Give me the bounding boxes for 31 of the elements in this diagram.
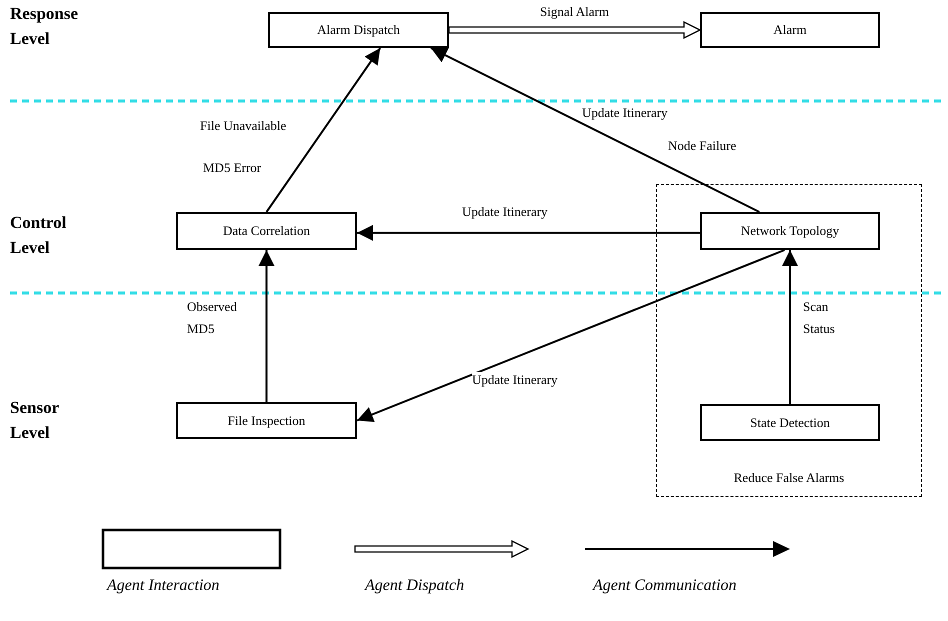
box-label: State Detection	[750, 414, 830, 430]
hollow-arrow	[448, 20, 702, 40]
box-label: Data Correlation	[223, 223, 310, 239]
arrow	[357, 224, 700, 241]
box-label: File Inspection	[228, 412, 306, 428]
edge-label: Update Itinerary	[582, 105, 668, 121]
legend-label: Agent Communication	[593, 577, 737, 595]
edge-label: Signal Alarm	[540, 4, 609, 20]
arrow	[356, 249, 785, 422]
box-label: Alarm	[773, 22, 807, 38]
agent-box	[700, 404, 880, 441]
edge-label: Update Itinerary	[472, 372, 558, 388]
agent-box	[176, 212, 357, 250]
legend-label: Agent Dispatch	[365, 577, 464, 595]
agent-box	[268, 12, 449, 48]
dashed-group-box	[656, 184, 922, 497]
edge-label: Update Itinerary	[462, 204, 548, 220]
group-label: Reduce False Alarms	[732, 470, 846, 486]
arrow	[782, 250, 798, 404]
level-label: Response Level	[10, 3, 80, 50]
arrow	[266, 47, 382, 213]
agent-box	[176, 402, 357, 439]
agent-box	[700, 12, 880, 48]
arrow	[430, 47, 760, 213]
box-label: Network Topology	[740, 223, 840, 239]
level-label: Control Level	[10, 212, 68, 259]
arrow	[258, 250, 274, 402]
agent-box	[700, 212, 880, 250]
level-label: Sensor Level	[10, 397, 60, 444]
legend-label: Agent Interaction	[107, 577, 220, 595]
box-label: Alarm Dispatch	[317, 22, 400, 38]
